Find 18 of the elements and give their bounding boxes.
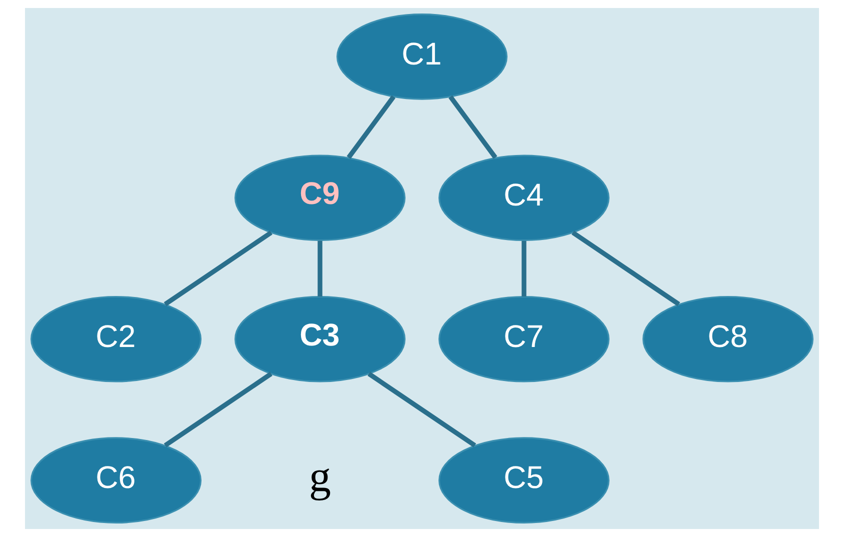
connector [368, 372, 476, 448]
label: g [309, 452, 331, 502]
node-ellipse: C7 [438, 296, 610, 382]
node-ellipse: C1 [336, 14, 508, 100]
node-ellipse: C2 [30, 296, 202, 382]
connector [164, 230, 272, 306]
node-ellipse: C8 [642, 296, 814, 382]
node-ellipse: C5 [438, 437, 610, 524]
node-ellipse: C3 [234, 296, 406, 382]
node-ellipse: C4 [438, 154, 610, 242]
connector [522, 240, 526, 297]
node-ellipse: C9 [234, 154, 406, 242]
connector [572, 230, 680, 306]
connector [164, 372, 272, 448]
connector [346, 95, 396, 159]
connector [448, 95, 498, 159]
connector [318, 240, 322, 297]
node-ellipse: C6 [30, 437, 202, 524]
